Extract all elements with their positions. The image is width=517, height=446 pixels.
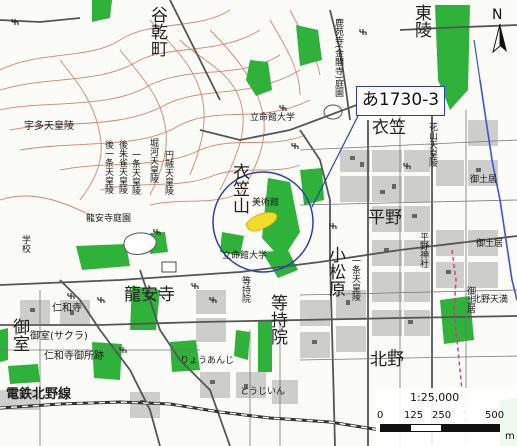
label-ryoanji: 龍安寺	[124, 285, 175, 305]
scale-tick-0: 0	[377, 410, 384, 421]
label-tojiin-station: とうじいん	[240, 387, 286, 397]
label-ninnaji: 仁和寺	[52, 303, 82, 314]
label-omuro: 御室	[9, 318, 29, 352]
label-keifuku-kitano-line: 電鉄北野線	[6, 387, 72, 402]
north-arrow-icon	[492, 23, 507, 54]
label-komatsubara: 小松原	[325, 246, 345, 297]
label-kitano: 北野	[370, 350, 404, 370]
label-sakanoue: 谷乾町	[147, 6, 167, 57]
scale-tick-500: 500	[485, 410, 505, 421]
scale-unit: m	[505, 431, 515, 442]
temple-symbols	[11, 19, 411, 355]
label-uda-tenno: 宇多天皇陵	[24, 121, 74, 132]
label-kitano-tenmangu: 北野天満	[472, 295, 509, 305]
label-tojiin: 等持院	[267, 294, 287, 345]
target-parcel	[245, 212, 278, 232]
parcel-callout-label: あ1730-3	[356, 86, 445, 116]
label-kinugasa: 衣笠	[372, 118, 406, 138]
north-letter: N	[492, 7, 503, 23]
label-hirano-jinja: 平野神社	[418, 232, 428, 268]
label-horikawa-tenno: 堀河天皇陵	[148, 138, 158, 183]
scale-panel	[376, 388, 517, 446]
scale-bar	[380, 424, 500, 432]
label-emperor-tomb-2: 後朱雀天皇陵	[117, 140, 127, 194]
label-ritsumeikan-north: 立命館大学	[250, 113, 296, 123]
label-ryoanji-station: りょうあんじ	[180, 356, 235, 366]
scale-tick-250: 250	[432, 410, 452, 421]
label-tojiin-small: 等持院	[240, 276, 250, 303]
scale-ratio: 1:25,000	[410, 391, 460, 404]
label-ichijo-tenno: 一条天皇陵	[130, 150, 140, 195]
railway-keifuku	[0, 400, 381, 432]
label-omuro-sakura: 御室(サクラ)	[30, 331, 88, 342]
label-ichijo-ryo: 一条天皇陵	[350, 256, 360, 301]
label-ryoanji-teien: 龍安寺庭園	[86, 214, 132, 224]
callout-leader-line	[311, 111, 361, 208]
label-east-tomb: 東陵	[411, 4, 431, 38]
label-gotsuchi-2: 御土居	[476, 239, 504, 249]
label-bijutsukan: 美術館	[252, 198, 280, 208]
contour-lines	[0, 9, 321, 216]
label-enyu-tenno: 円融天皇陵	[163, 150, 173, 195]
label-ninnaji-gosho: 仁和寺御所跡	[44, 351, 104, 362]
label-gotsuchi: 御土居	[470, 175, 498, 185]
label-hanazono: 花山天皇陵	[427, 122, 437, 167]
label-emperor-tomb-1: 後一条天皇陵	[103, 140, 113, 194]
scale-tick-125: 125	[404, 410, 424, 421]
highlight-circle	[212, 171, 314, 273]
label-kinugasa-mountain: 衣笠山	[229, 163, 249, 214]
label-hirano: 平野	[368, 208, 402, 228]
label-kinkakuji-teien: 鹿苑寺(金閣寺)庭園	[333, 18, 343, 98]
label-school: 学校	[20, 235, 30, 253]
label-gotsuchi-3: 御土居	[465, 286, 475, 313]
label-ritsumeikan: 立命館大学	[222, 251, 268, 261]
route-marker-85	[161, 261, 177, 273]
